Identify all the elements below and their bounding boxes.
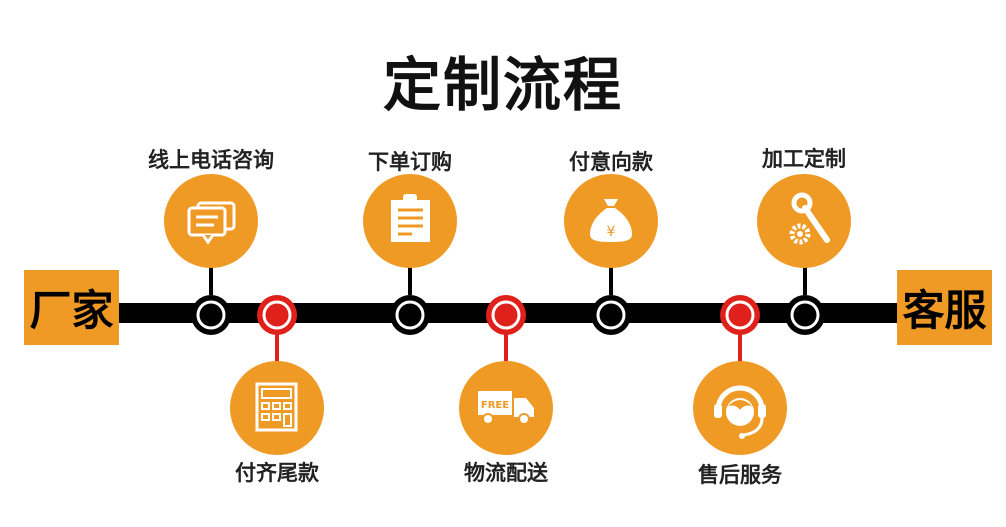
red-nodes bbox=[257, 295, 760, 335]
timeline-node bbox=[591, 295, 631, 335]
timeline-node bbox=[191, 295, 231, 335]
money-bag-icon: ¥ bbox=[564, 174, 658, 268]
page-title: 定制流程 bbox=[382, 51, 623, 119]
black-nodes bbox=[191, 295, 825, 335]
step-label-place-order: 下单订购 bbox=[368, 149, 452, 174]
step-label-online-consult: 线上电话咨询 bbox=[148, 147, 274, 172]
wrench-gear-icon bbox=[757, 174, 851, 268]
timeline-node bbox=[257, 295, 297, 335]
clipboard-icon bbox=[363, 174, 457, 268]
timeline-node bbox=[720, 295, 760, 335]
timeline-node bbox=[785, 295, 825, 335]
step-label-logistics: 物流配送 bbox=[464, 460, 548, 485]
right-end-label-customer-service: 客服 bbox=[897, 270, 992, 345]
free-text: FREE bbox=[481, 400, 509, 411]
chat-bubbles-icon bbox=[164, 174, 258, 268]
left-end-label-factory: 厂家 bbox=[24, 270, 119, 345]
step-label-processing: 加工定制 bbox=[762, 146, 846, 171]
step-label-deposit: 付意向款 bbox=[569, 149, 653, 174]
delivery-truck-icon: FREE bbox=[459, 361, 553, 455]
calculator-icon bbox=[230, 361, 324, 455]
timeline-node bbox=[390, 295, 430, 335]
yen-sign: ¥ bbox=[607, 224, 616, 240]
step-label-final-payment: 付齐尾款 bbox=[235, 460, 319, 485]
headset-support-icon bbox=[693, 361, 787, 455]
step-label-after-sales: 售后服务 bbox=[698, 462, 782, 487]
timeline-node bbox=[486, 295, 526, 335]
